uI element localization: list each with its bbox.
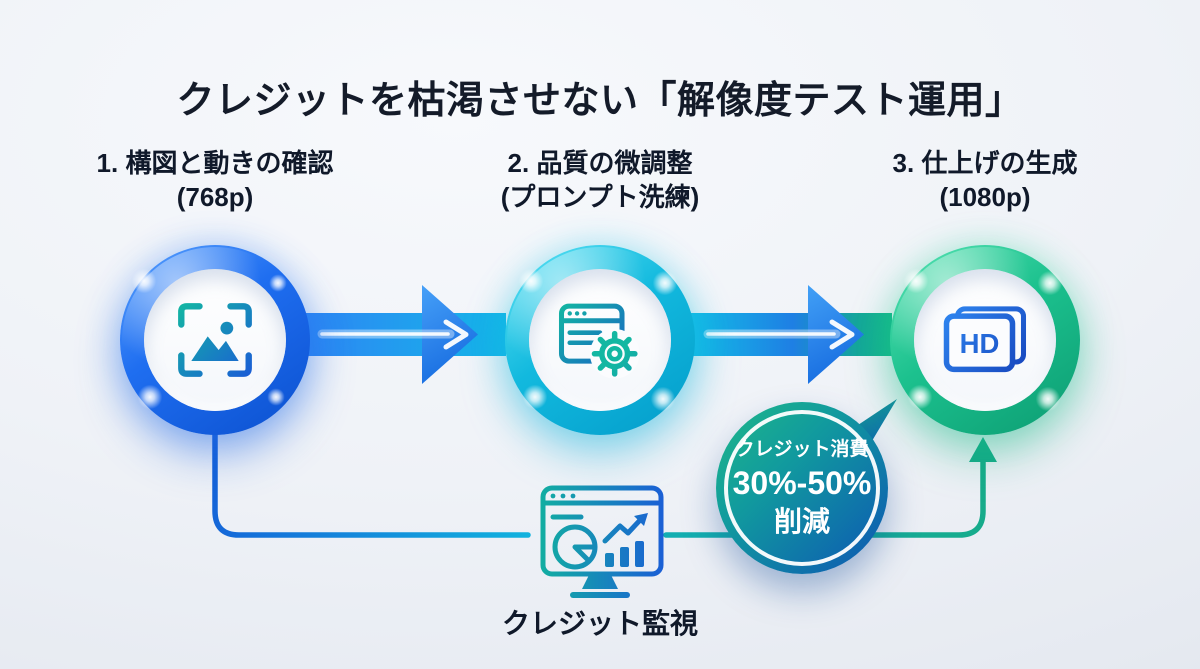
- badge-line1: クレジット消費: [735, 438, 869, 460]
- badge-line3: 削減: [773, 506, 830, 538]
- step2-inner-disc: [529, 269, 671, 411]
- image-frame-icon: [178, 303, 252, 377]
- browser-gear-icon: [558, 303, 640, 379]
- step2-title: 2. 品質の微調整: [507, 148, 693, 178]
- step3-subtitle: (1080p): [939, 182, 1031, 213]
- savings-badge: クレジット消費 30%-50% 削減: [716, 402, 888, 574]
- hd-text: HD: [960, 328, 1000, 359]
- step3-node: HD: [890, 245, 1080, 435]
- step2-label: 2. 品質の微調整 (プロンプト洗練): [410, 146, 790, 215]
- step3-title: 3. 仕上げの生成: [892, 148, 1078, 178]
- step3-inner-disc: HD: [914, 269, 1056, 411]
- step2-subtitle: (プロンプト洗練): [500, 182, 700, 213]
- step3-label: 3. 仕上げの生成 (1080p): [795, 146, 1175, 215]
- right-arrow-icon: [302, 285, 506, 384]
- step1-inner-disc: [144, 269, 286, 411]
- badge-line2: 30%-50%: [732, 464, 872, 501]
- right-arrow-icon: [688, 285, 892, 384]
- page-title: クレジットを枯渇させない「解像度テスト運用」: [176, 80, 1024, 123]
- monitor-label: クレジット監視: [501, 608, 698, 639]
- step2-node: [505, 245, 695, 435]
- step1-subtitle: (768p): [176, 182, 254, 213]
- up-arrow-icon: [663, 437, 997, 538]
- connector-line-left: [212, 430, 531, 538]
- hd-frames-icon: HD: [943, 306, 1027, 373]
- analytics-monitor-icon: [540, 485, 664, 598]
- step1-node: [120, 245, 310, 435]
- step1-title: 1. 構図と動きの確認: [96, 148, 334, 178]
- step1-label: 1. 構図と動きの確認 (768p): [25, 146, 405, 215]
